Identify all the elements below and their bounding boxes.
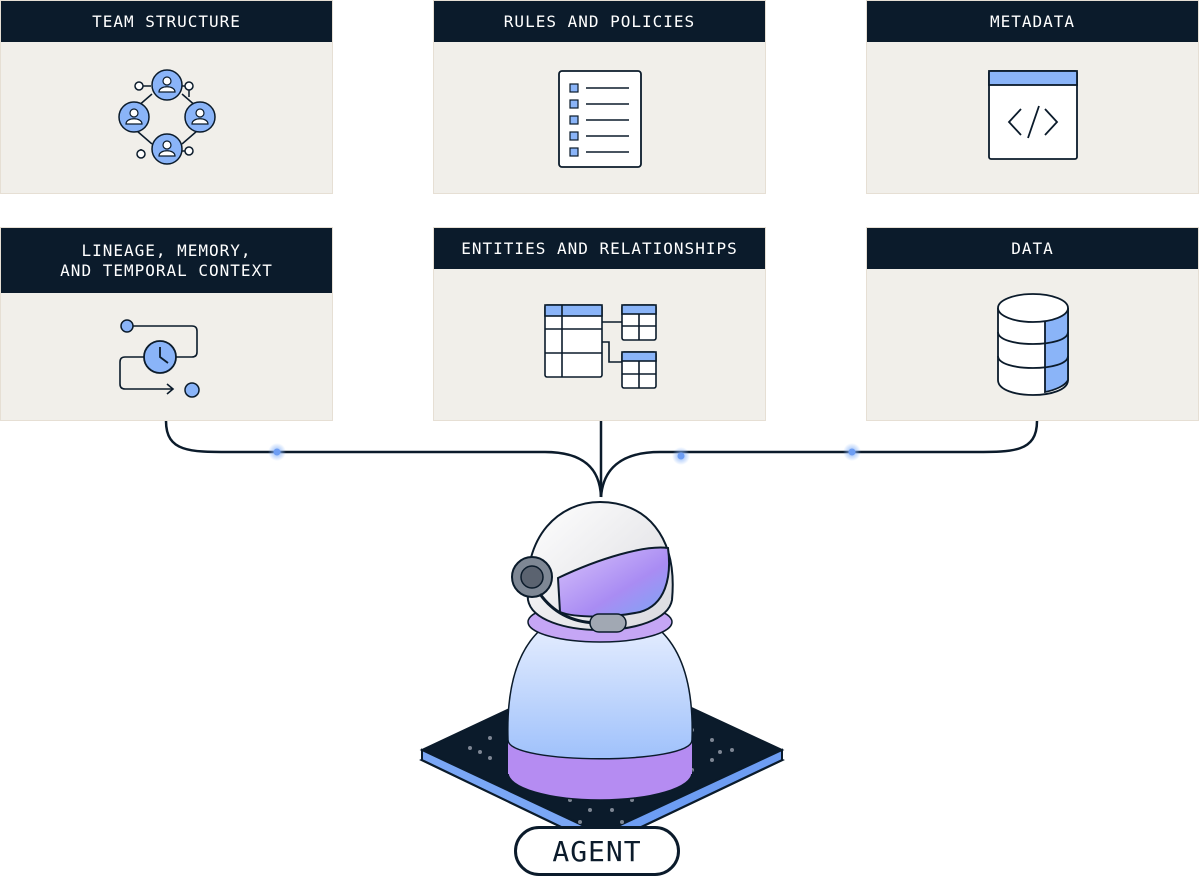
card-title: DATA: [867, 228, 1198, 269]
card-title-line: AND TEMPORAL CONTEXT: [60, 260, 273, 280]
checklist-document-icon: [434, 67, 765, 171]
agent-label: AGENT: [514, 826, 680, 876]
code-window-icon: [867, 69, 1198, 161]
card-title-line: METADATA: [989, 11, 1076, 31]
database-icon: [867, 290, 1198, 400]
linked-tables-icon: [434, 302, 765, 392]
glow-node-3: [843, 443, 861, 461]
card-title: RULES AND POLICIES: [434, 1, 765, 42]
astronaut-agent-icon: [507, 500, 693, 801]
connector-line-left: [164, 420, 603, 498]
card-lineage-memory-temporal: LINEAGE, MEMORY, AND TEMPORAL CONTEXT: [0, 227, 333, 421]
team-network-icon: [1, 59, 332, 169]
card-title: TEAM STRUCTURE: [1, 1, 332, 42]
glow-node-1: [268, 443, 286, 461]
card-title-line: TEAM STRUCTURE: [92, 11, 241, 31]
card-entities-and-relationships: ENTITIES AND RELATIONSHIPS: [433, 227, 766, 421]
card-title-line: RULES AND POLICIES: [503, 11, 696, 31]
card-rules-and-policies: RULES AND POLICIES: [433, 0, 766, 194]
card-metadata: METADATA: [866, 0, 1199, 194]
card-title-line: LINEAGE, MEMORY,: [81, 240, 252, 260]
timeline-clock-icon: [1, 314, 332, 404]
card-title: LINEAGE, MEMORY, AND TEMPORAL CONTEXT: [1, 228, 332, 293]
connector-line-right: [599, 420, 1039, 498]
card-title-line: DATA: [1011, 238, 1054, 258]
card-team-structure: TEAM STRUCTURE: [0, 0, 333, 194]
glow-node-2: [672, 447, 690, 465]
card-title-line: ENTITIES AND RELATIONSHIPS: [461, 238, 738, 258]
card-title: METADATA: [867, 1, 1198, 42]
card-title: ENTITIES AND RELATIONSHIPS: [434, 228, 765, 269]
card-data: DATA: [866, 227, 1199, 421]
